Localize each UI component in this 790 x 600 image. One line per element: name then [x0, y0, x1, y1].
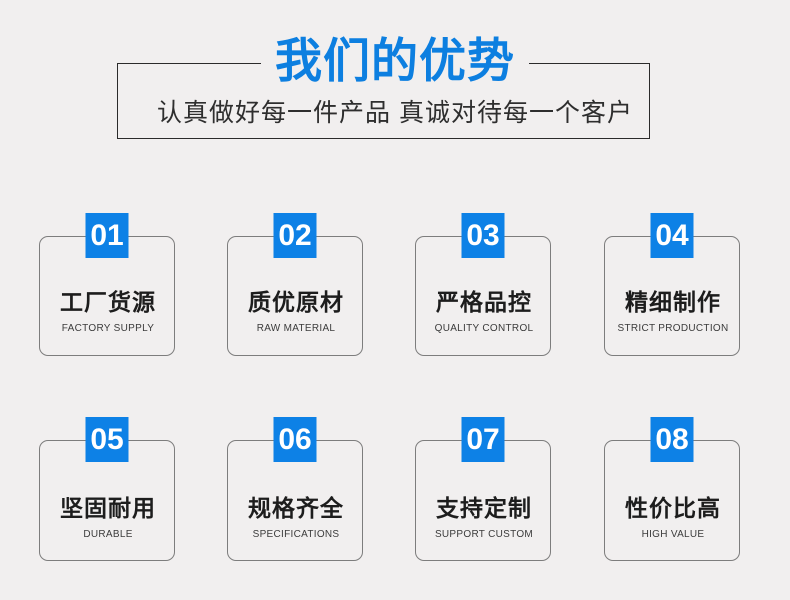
page-title: 我们的优势 [0, 32, 790, 90]
advantage-card-04[interactable]: 04 精细制作 STRICT PRODUCTION [604, 213, 740, 356]
advantage-badge-number: 07 [461, 417, 505, 462]
advantage-title: 规格齐全 [248, 495, 344, 521]
advantage-subtitle: SPECIFICATIONS [252, 529, 340, 540]
advantage-badge-number: 08 [650, 417, 694, 462]
advantage-title: 坚固耐用 [60, 495, 156, 521]
advantage-badge-number: 01 [85, 213, 129, 258]
page-subtitle: 认真做好每一件产品 真诚对待每一个客户 [157, 99, 633, 127]
advantage-card-06[interactable]: 06 规格齐全 SPECIFICATIONS [227, 417, 363, 561]
advantage-subtitle: RAW MATERIAL [256, 323, 336, 334]
advantage-card-08[interactable]: 08 性价比高 HIGH VALUE [604, 417, 740, 561]
advantage-subtitle: SUPPORT CUSTOM [434, 529, 534, 540]
advantage-subtitle: DURABLE [83, 529, 133, 540]
advantage-card-07[interactable]: 07 支持定制 SUPPORT CUSTOM [415, 417, 551, 561]
advantage-badge-number: 05 [85, 417, 129, 462]
advantage-title: 严格品控 [436, 289, 532, 315]
advantage-badge-number: 06 [273, 417, 317, 462]
advantage-subtitle: FACTORY SUPPLY [61, 323, 155, 334]
advantage-subtitle: STRICT PRODUCTION [617, 323, 729, 334]
advantage-title: 精细制作 [625, 289, 721, 315]
advantage-subtitle: HIGH VALUE [641, 529, 705, 540]
advantage-title: 工厂货源 [60, 289, 156, 315]
advantage-subtitle: QUALITY CONTROL [434, 323, 534, 334]
advantage-title: 质优原材 [248, 289, 344, 315]
page-title-text: 我们的优势 [261, 32, 529, 90]
advantage-card-02[interactable]: 02 质优原材 RAW MATERIAL [227, 213, 363, 356]
advantage-card-01[interactable]: 01 工厂货源 FACTORY SUPPLY [39, 213, 175, 356]
header-section: 我们的优势 认真做好每一件产品 真诚对待每一个客户 [0, 0, 790, 170]
advantage-title: 性价比高 [625, 495, 721, 521]
advantage-badge-number: 02 [273, 213, 317, 258]
advantage-title: 支持定制 [436, 495, 532, 521]
advantage-badge-number: 03 [461, 213, 505, 258]
advantage-badge-number: 04 [650, 213, 694, 258]
advantage-card-03[interactable]: 03 严格品控 QUALITY CONTROL [415, 213, 551, 356]
advantage-card-05[interactable]: 05 坚固耐用 DURABLE [39, 417, 175, 561]
